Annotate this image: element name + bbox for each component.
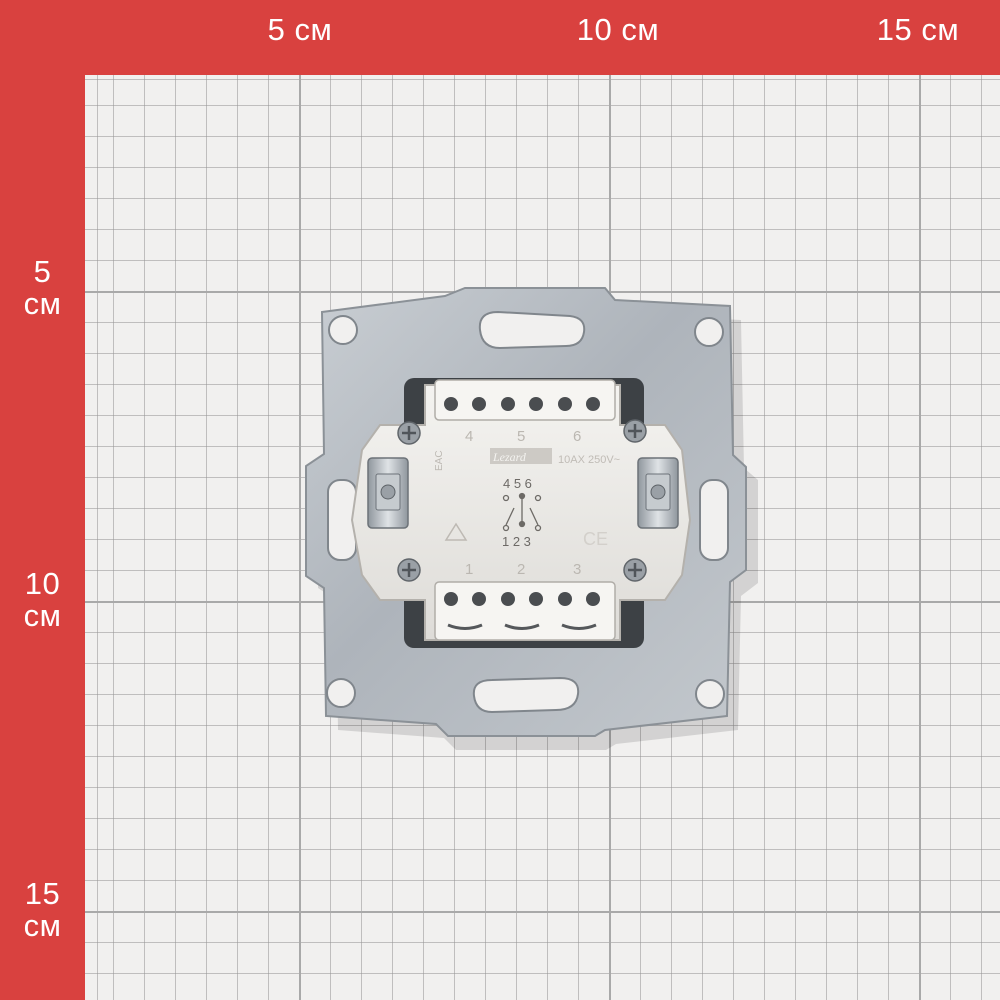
ruler-left-unit: см: [23, 286, 62, 321]
ruler-left-label-10: 10 см: [0, 568, 85, 632]
ruler-left-unit: см: [23, 908, 62, 943]
ruler-left: [0, 0, 85, 1000]
wiring-schema-icon: [502, 492, 542, 532]
ruler-top-label-10: 10 см: [576, 12, 660, 47]
terminal-number-2: 2: [517, 561, 525, 578]
corner-screws: [397, 419, 647, 582]
rating-label: 10AX 250V~: [558, 454, 620, 466]
ruler-left-number: 15: [24, 876, 61, 911]
brand-logo: Lezard: [492, 450, 527, 464]
schema-numbers-top: 4 5 6: [503, 476, 532, 491]
ruler-top-label-15: 15 см: [876, 12, 960, 47]
ruler-top-label-5: 5 см: [267, 12, 333, 47]
frame-hole-top-left: [328, 315, 358, 345]
terminal-number-6: 6: [573, 428, 581, 445]
frame-hole-top-right: [694, 317, 724, 347]
ce-mark: CE: [583, 529, 608, 549]
terminal-number-3: 3: [573, 561, 581, 578]
terminal-block-bottom: [434, 581, 616, 641]
switch-plastic-body: [350, 384, 692, 641]
side-clamp-right: [637, 457, 679, 529]
terminal-number-4: 4: [465, 428, 473, 445]
schema-numbers-bottom: 1 2 3: [502, 534, 531, 549]
frame-slot-top: [478, 310, 586, 350]
ruler-left-unit: см: [23, 598, 62, 633]
ruler-left-label-5: 5 см: [0, 256, 85, 320]
frame-hole-bottom-right: [695, 679, 725, 709]
frame-hole-bottom-left: [326, 678, 356, 708]
frame-slot-bottom: [472, 676, 580, 714]
side-clamp-left: [367, 457, 409, 529]
terminal-holes-bottom: [444, 592, 600, 630]
frame-slot-right: [699, 479, 729, 561]
eac-mark: EAC: [434, 450, 445, 471]
ruler-left-label-15: 15 см: [0, 878, 85, 942]
brand-logo-plate: [490, 448, 552, 464]
terminal-number-5: 5: [517, 428, 525, 445]
terminal-number-1: 1: [465, 561, 473, 578]
terminal-holes-top: [444, 397, 600, 411]
ruler-left-number: 5: [33, 254, 52, 289]
ruler-top: [0, 0, 1000, 75]
ruler-left-number: 10: [24, 566, 61, 601]
warning-triangle-icon: [444, 522, 468, 541]
